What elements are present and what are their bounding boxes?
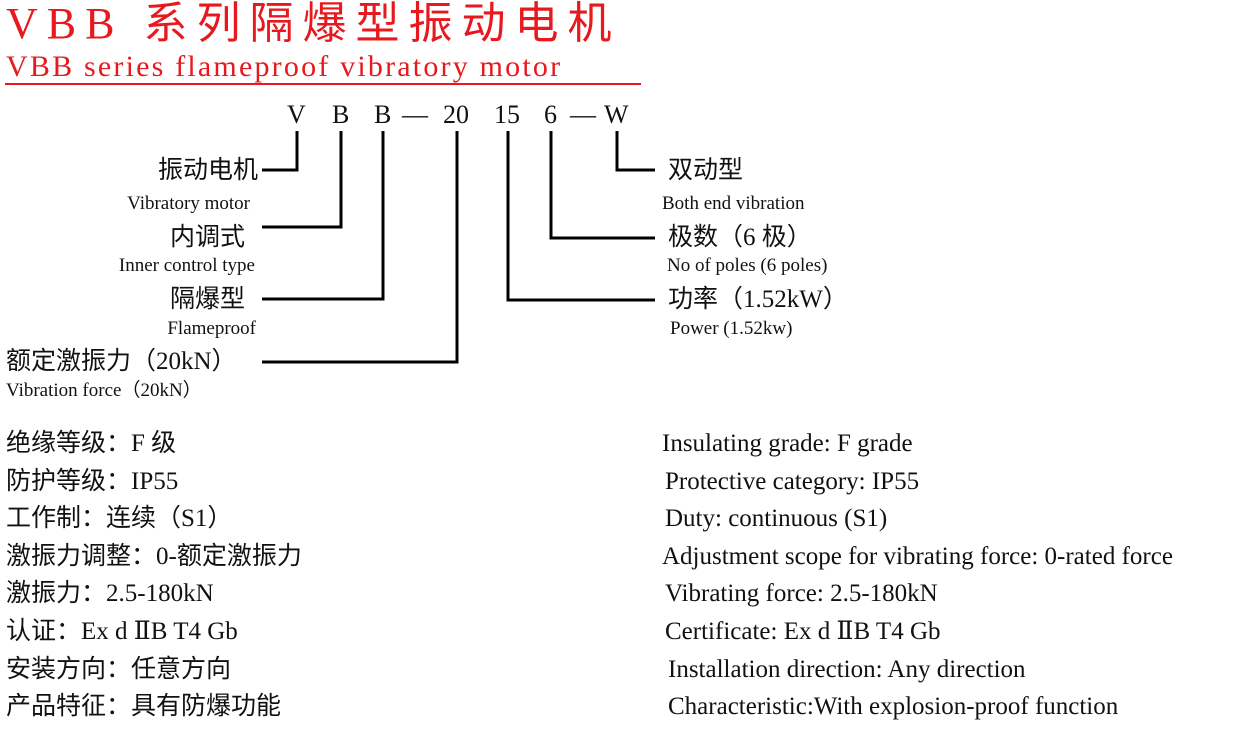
code-dash1: — (402, 100, 428, 129)
line-poles (549, 131, 655, 240)
line-b2 (262, 131, 385, 301)
label-flameproof-en: Flameproof (167, 318, 256, 339)
label-force-en: Vibration force（20kN） (6, 380, 202, 401)
label-inner-control-cn: 内调式 (169, 224, 245, 251)
spec-cn-duty: 工作制：连续（S1） (6, 505, 233, 532)
label-power-en: Power (1.52kw) (670, 318, 793, 339)
spec-en-insulation: Insulating grade: F grade (662, 430, 913, 457)
spec-en-characteristic: Characteristic:With explosion-proof func… (668, 693, 1119, 720)
spec-cn-installation: 安装方向：任意方向 (6, 656, 232, 683)
label-both-end-cn: 双动型 (668, 157, 744, 184)
spec-cn-adjustment: 激振力调整：0-额定激振力 (6, 543, 302, 570)
code-force: 20 (443, 100, 469, 129)
spec-en-adjustment: Adjustment scope for vibrating force: 0-… (662, 543, 1173, 570)
label-inner-control-en: Inner control type (118, 255, 255, 276)
spec-en-protection: Protective category: IP55 (665, 468, 920, 495)
line-b1 (262, 131, 343, 229)
label-both-end-en: Both end vibration (662, 193, 805, 214)
spec-cn-insulation: 绝缘等级：F 级 (6, 430, 177, 457)
spec-cn-force: 激振力：2.5-180kN (6, 580, 214, 607)
page-title: VBB 系列隔爆型振动电机 (6, 0, 621, 48)
code-v: V (287, 100, 306, 129)
label-poles-en: No of poles (6 poles) (667, 255, 828, 276)
label-vibratory-motor-en: Vibratory motor (127, 193, 250, 214)
page-subtitle: VBB series flameproof vibratory motor (6, 50, 563, 83)
spec-cn-characteristic: 产品特征：具有防爆功能 (6, 693, 282, 720)
label-flameproof-cn: 隔爆型 (169, 286, 245, 313)
spec-en-installation: Installation direction: Any direction (668, 656, 1026, 683)
subtitle-underline (5, 83, 641, 85)
line-force (262, 131, 459, 364)
code-dash2: — (570, 100, 596, 129)
spec-cn-certificate: 认证：Ex d ⅡB T4 Gb (6, 618, 238, 645)
label-force-cn: 额定激振力（20kN） (6, 348, 237, 375)
label-power-cn: 功率（1.52kW） (668, 286, 848, 313)
code-power: 15 (494, 100, 520, 129)
label-vibratory-motor-cn: 振动电机 (157, 157, 258, 184)
line-v (262, 131, 299, 172)
spec-en-force: Vibrating force: 2.5-180kN (665, 580, 938, 607)
spec-en-duty: Duty: continuous (S1) (665, 505, 888, 532)
code-b1: B (332, 100, 350, 129)
code-w: W (604, 100, 629, 129)
spec-en-certificate: Certificate: Ex d ⅡB T4 Gb (665, 618, 941, 645)
spec-cn-protection: 防护等级：IP55 (6, 468, 179, 495)
label-poles-cn: 极数（6 极） (668, 224, 812, 251)
line-power (506, 131, 655, 302)
code-b2: B (374, 100, 392, 129)
line-w (615, 131, 655, 172)
code-poles: 6 (544, 100, 557, 129)
